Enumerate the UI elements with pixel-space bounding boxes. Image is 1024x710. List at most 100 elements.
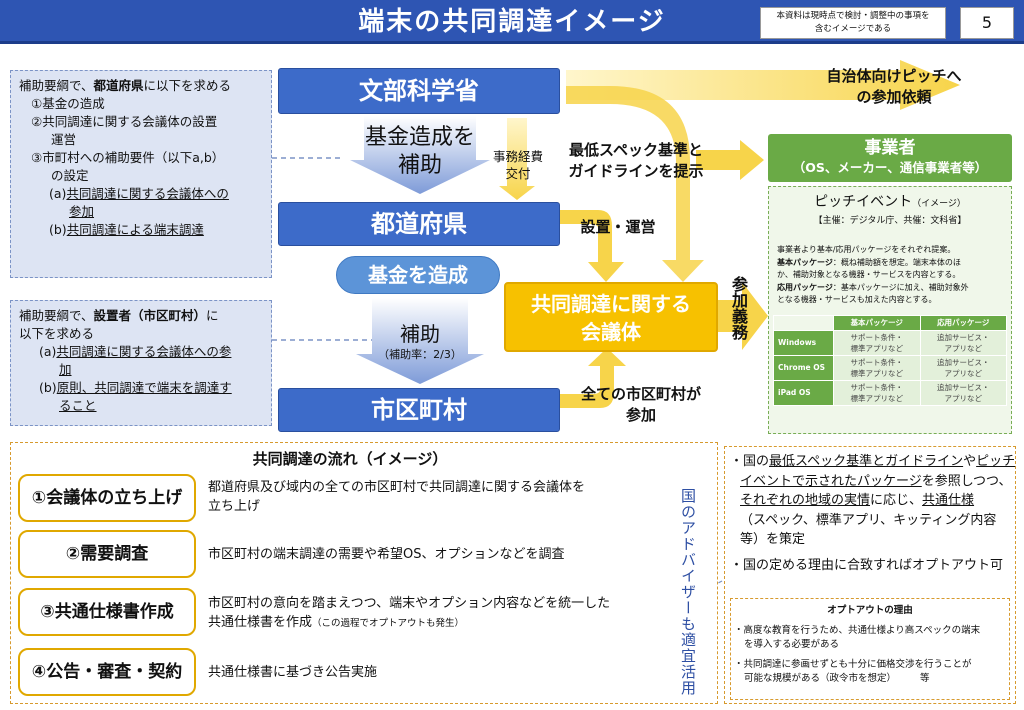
table-cell: 追加サービス・アプリなど [919,379,1007,406]
text: 追加サービス・ [937,382,990,392]
small-down-arrow [499,118,535,200]
step-3-label: ③共通仕様書作成 [18,588,196,636]
step-1-text: 都道府県及び域内の全ての市区町村で共同調達に関する会議体を 立ち上げ [208,478,664,516]
text: それぞれの地域の実情 [740,493,871,508]
text: 都道府県及び域内の全ての市区町村で共同調達に関する会議体を [208,480,586,495]
optout-title: オプトアウトの理由 [827,605,913,616]
text: や [963,454,977,469]
list-item: ②共同調達に関する会議体の設置 [31,114,218,129]
subsidy-label: 補助 [400,322,440,346]
text: に応じ、 [870,493,923,508]
municipality-bar: 市区町村 [278,388,560,432]
text: イベントで示されたパッケージ [740,473,922,489]
text: 標準アプリなど [850,393,904,403]
text: 最低スペック基準とガイドライン [769,454,964,469]
text: 参加 [625,406,656,424]
text: を参照しつつ、 [921,473,1012,489]
step-2-label: ②需要調査 [18,530,196,578]
text: ること [59,398,97,413]
table-cell: 追加サービス・アプリなど [919,354,1007,381]
text: 追加サービス・ [937,357,990,367]
text: ・共同調達に参画せずとも十分に価格交渉を行うことが [734,659,972,670]
fund-grant-label: 基金造成を 補助 [340,124,500,180]
table-header: 応用パッケージ [919,314,1007,331]
text: を導入する必要がある [744,639,840,650]
prefecture-requirements-box: 補助要綱で、都道府県に以下を求める ①基金の造成 ②共同調達に関する会議体の設置… [10,70,272,278]
curved-arrow [566,86,704,282]
list-item: 運営 [51,132,77,147]
text: 共通仕様書を作成 [208,615,313,630]
text: 補助要綱で、 [19,308,94,323]
text: 全ての市区町村が [580,385,701,403]
text: 原則、共同調達で端末を調達す [56,380,232,395]
text: 追加サービス・ [937,332,990,342]
table-cell: サポート条件・標準アプリなど [833,379,921,406]
text: 交付 [505,166,531,181]
text: 共同調達による端末調達 [66,222,204,237]
package-table: 基本パッケージ 応用パッケージ Windows サポート条件・標準アプリなど 追… [773,314,1007,406]
note-line: 本資料は現時点で検討・調整中の事項を [776,11,930,21]
curved-arrow [560,348,626,408]
text: 事務経費 [492,149,543,164]
text: 市区町村の意向を踏まえつつ、端末やオプション内容などを統一した [208,596,611,611]
text: 共通仕様 [922,493,975,508]
text: か、補助対象となる機器・サービスを内容とする。 [777,270,961,279]
text: 共同調達に関する会議体への参 [56,344,232,359]
text-bold: 基本パッケージ [777,257,833,267]
text: 共同調達に関する [531,292,691,316]
text: (a) [39,344,57,359]
step-4-label: ④公告・審査・契約 [18,648,196,696]
text: アプリなど [944,343,983,353]
table-os-cell: iPad OS [773,379,834,406]
text: 自治体向けピッチへ [826,67,962,85]
text: ：概ね補助額を想定。端末本体のほ [832,257,961,267]
step-1-label: ①会議体の立ち上げ [18,474,196,522]
disclaimer-note: 本資料は現時点で検討・調整中の事項を 含むイメージである [760,7,946,39]
text: 共同調達に関する会議体への [66,186,229,201]
text: 事業者 [864,138,916,158]
text: の参加依頼 [856,88,932,106]
right-arrow [566,60,960,110]
page-number: 5 [960,7,1014,39]
text: (a) [49,186,67,201]
table-os-cell: Chrome OS [773,354,834,381]
all-municipalities-label: 全ての市区町村が 参加 [566,384,716,426]
text: ピッチイベント [814,194,913,210]
text: 立ち上げ [208,499,261,514]
pitch-event-box: ピッチイベント（イメージ） 【主催：デジタル庁、共催：文科省】 事業者より基本/… [768,186,1012,434]
table-cell: サポート条件・標準アプリなど [833,329,921,356]
text: 基金造成を [364,125,475,150]
mext-bar: 文部科学省 [278,68,560,114]
text: (b) [39,380,57,395]
text: 以下を求める [19,326,95,341]
text-bold: 設置者（市区町村） [93,308,207,323]
step-2-text: 市区町村の端末調達の需要や希望OS、オプションなどを調査 [208,547,565,562]
table-cell: 追加サービス・アプリなど [919,329,1007,356]
page-title: 端末の共同調達イメージ [358,7,666,37]
list-item: 参加 [69,204,95,219]
down-arrow [350,116,490,194]
advisor-label: 国のアドバイザーも適宜活用 [679,488,697,696]
table-os-cell: Windows [773,329,834,356]
text: （OS、メーカー、通信事業者等） [792,160,988,175]
text: 補助 [397,153,442,178]
text: 事業者より基本/応用パッケージをそれぞれ提案。 [777,245,956,254]
text: サポート条件・ [850,332,904,342]
vendor-bar: 事業者 （OS、メーカー、通信事業者等） [768,134,1012,182]
right-arrow [696,140,764,180]
text-small: （この過程でオプトアウトも発生） [312,618,465,629]
participation-duty-label: 参加義務 [729,276,748,340]
text: 等 [920,673,930,684]
list-item: ①基金の造成 [31,96,105,111]
min-spec-label: 最低スペック基準と ガイドラインを提示 [562,140,710,182]
process-title: 共同調達の流れ（イメージ） [252,450,448,468]
text: 標準アプリなど [850,368,904,378]
text: に以下を求める [143,78,232,93]
text: ・国の [730,454,770,469]
subsidy-rate: （補助率：2/3） [378,348,462,361]
text: 会議体 [581,320,641,344]
council-box: 共同調達に関する 会議体 [504,282,718,352]
text: ：基本パッケージに加え、補助対象外 [832,282,969,292]
text: ピッチ [976,454,1016,469]
